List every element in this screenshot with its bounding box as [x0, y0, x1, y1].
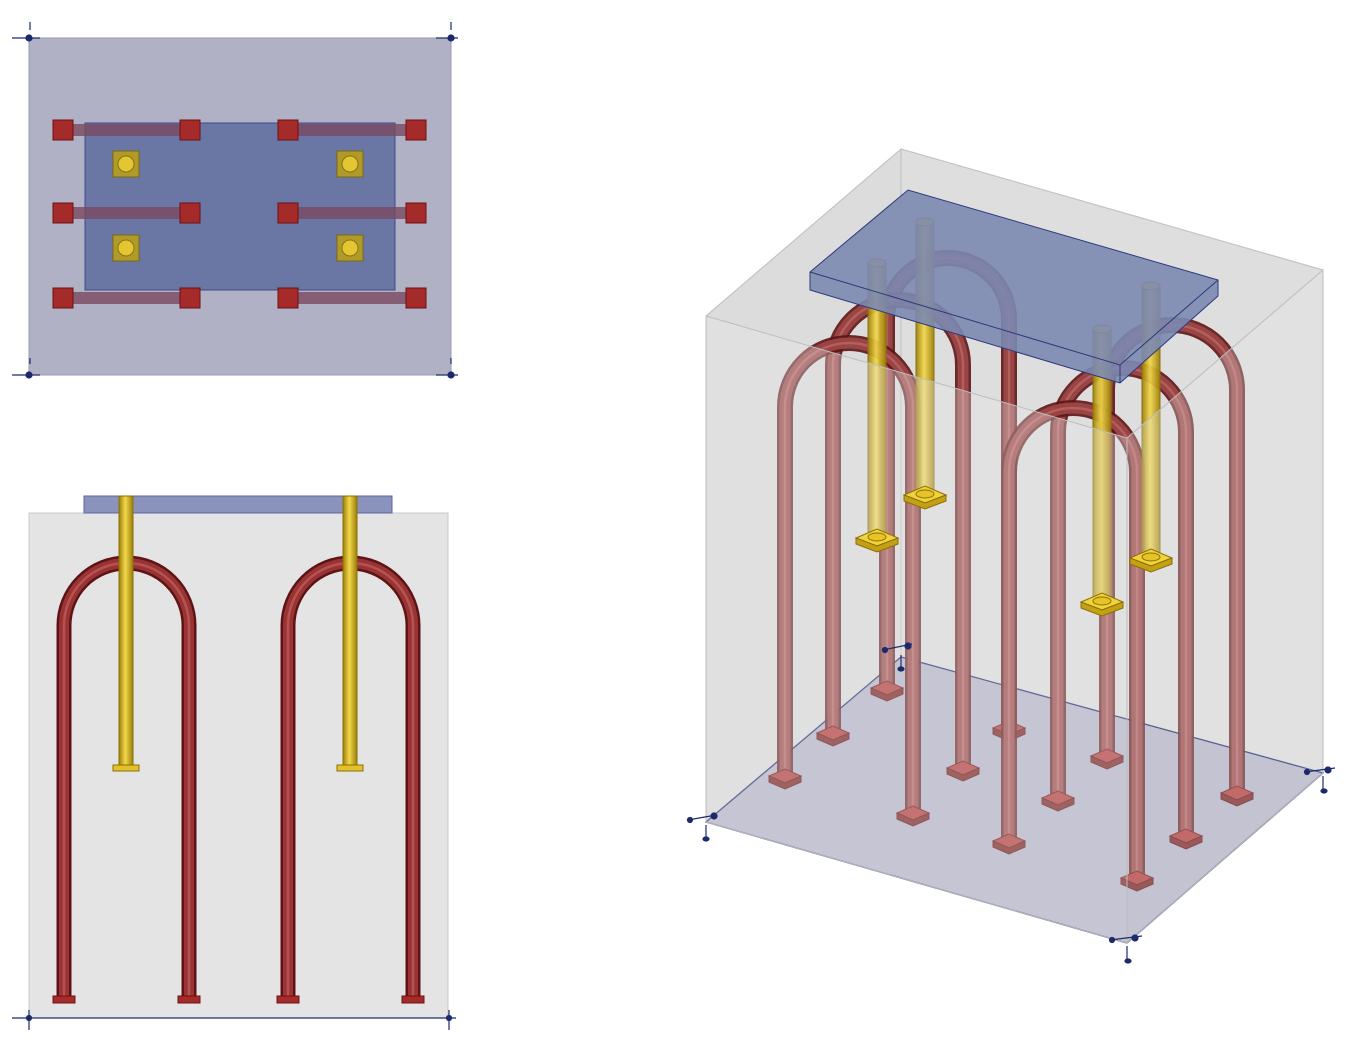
- plan-bar-end-2-0-0: [52, 287, 74, 309]
- plan-anchor-rod-0: [117, 155, 135, 173]
- plan-bar-2-1: [288, 292, 416, 304]
- elev-anchor-rod-0: [118, 495, 134, 767]
- elev-stirrup-foot-0-0: [52, 995, 76, 1004]
- iso-stirrup-highlight-2: [783, 341, 915, 815]
- plan-bar-1-1: [288, 207, 416, 219]
- plan-bar-0-1: [288, 124, 416, 136]
- iso-stirrup-highlight-5: [1007, 406, 1139, 880]
- iso-anchor-plate-side-1: [855, 537, 899, 553]
- isometric-view: [686, 147, 1336, 964]
- front-elevation-view: [12, 495, 456, 1030]
- iso-stirrup-foot-side-4-0: [1041, 797, 1075, 812]
- plan-bar-end-2-1-0: [277, 287, 299, 309]
- iso-anchor-nut-3: [1092, 596, 1112, 606]
- elev-stirrup-foot-0-1: [177, 995, 201, 1004]
- iso-anchor-plate-side-0: [903, 494, 947, 510]
- elev-anchor-plate-0: [112, 764, 140, 772]
- plan-bar-end-0-0-1: [179, 119, 201, 141]
- anchors-elevation: [112, 495, 364, 772]
- iso-stirrup-foot-side-2-0: [768, 775, 802, 790]
- plan-bar-end-0-1-0: [277, 119, 299, 141]
- elev-stirrup-foot-1-0: [276, 995, 300, 1004]
- plan-bar-1-0: [63, 207, 190, 219]
- iso-front-face-right: [1126, 268, 1324, 945]
- plan-bar-end-1-1-1: [405, 202, 427, 224]
- iso-stirrup-foot-side-0-0: [870, 687, 904, 702]
- iso-stirrup-foot-side-3-0: [1090, 755, 1124, 770]
- iso-stirrup-foot-side-1-1: [946, 767, 980, 782]
- iso-anchor-nut-0: [915, 489, 935, 499]
- plan-bar-end-2-0-1: [179, 287, 201, 309]
- anchors-plan: [112, 150, 364, 262]
- plan-bar-end-1-1-0: [277, 202, 299, 224]
- iso-stirrup-foot-side-4-1: [1169, 835, 1203, 850]
- iso-stirrup-foot-side-5-0: [992, 840, 1026, 855]
- elev-anchor-rod-1: [342, 495, 358, 767]
- elev-stirrup-foot-1-1: [401, 995, 425, 1004]
- iso-anchor-nut-2: [1141, 552, 1161, 562]
- plan-bar-end-0-1-1: [405, 119, 427, 141]
- plan-view: [12, 22, 458, 379]
- iso-anchor-plate-side-3: [1080, 601, 1124, 617]
- anchor-plates-iso: [854, 485, 1174, 617]
- concrete-block-elevation: [28, 512, 449, 1019]
- iso-anchor-plate-side-2: [1129, 557, 1173, 573]
- plan-anchor-rod-1: [341, 155, 359, 173]
- iso-base-plate-top: [809, 189, 1219, 384]
- iso-stirrup-foot-side-2-1: [896, 812, 930, 827]
- iso-stirrup-foot-side-1-0: [816, 732, 850, 747]
- elev-anchor-plate-1: [336, 764, 364, 772]
- plan-anchor-rod-2: [117, 239, 135, 257]
- base-plate-elevation: [83, 495, 393, 514]
- iso-stirrup-foot-side-3-1: [1220, 792, 1254, 807]
- rebar-bars-plan: [52, 119, 427, 309]
- plan-dimension-markers: [12, 22, 458, 379]
- plan-bar-2-0: [63, 292, 190, 304]
- elevation-dimension-line: [12, 1010, 456, 1030]
- plan-bar-0-0: [63, 124, 190, 136]
- iso-dimension-markers: [686, 642, 1336, 964]
- iso-anchor-nut-1: [867, 532, 887, 542]
- plan-bar-end-0-0-0: [52, 119, 74, 141]
- base-plate-plan: [84, 122, 396, 291]
- plan-bar-end-1-0-0: [52, 202, 74, 224]
- plan-bar-end-1-0-1: [179, 202, 201, 224]
- plan-bar-end-2-1-1: [405, 287, 427, 309]
- plan-anchor-rod-3: [341, 239, 359, 257]
